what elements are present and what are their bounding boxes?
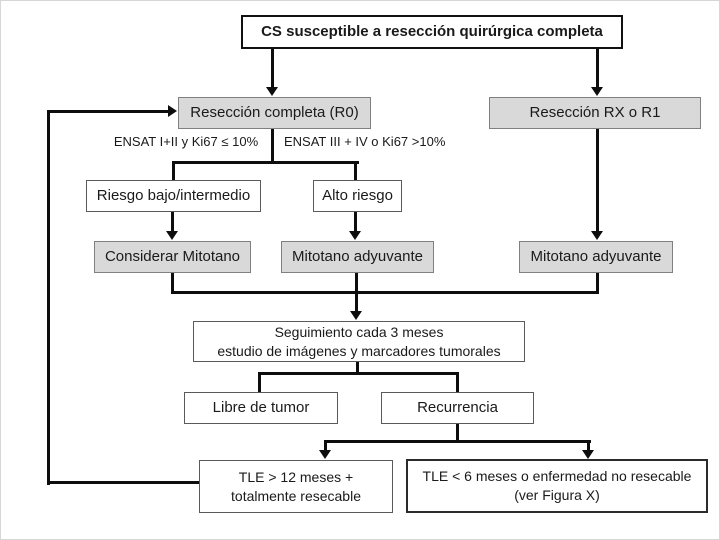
node-reseccion-completa-r0: Resección completa (R0) (178, 97, 371, 129)
branch-label-ensat-low: ENSAT I+II y Ki67 ≤ 10% (113, 134, 259, 149)
arrowhead-feedback-to-r0 (168, 105, 177, 117)
arrowhead-to-tle6 (582, 450, 594, 459)
arrowhead-root-to-r0 (266, 87, 278, 96)
node-seguimiento-line2: estudio de imágenes y marcadores tumoral… (217, 342, 501, 359)
node-r0-label: Resección completa (R0) (190, 104, 359, 121)
connector-alto-to-mitotano (354, 212, 357, 233)
connector-rx-to-mitotano (596, 129, 599, 233)
connector-r0-down (271, 129, 274, 163)
connector-to-libre (258, 372, 261, 393)
connector-to-tle6 (587, 440, 590, 452)
arrowhead-to-seguimiento (350, 311, 362, 320)
arrowhead-root-to-rx (591, 87, 603, 96)
arrowhead-to-considerar (166, 231, 178, 240)
connector-merge-bar (171, 291, 599, 294)
node-root: CS susceptible a resección quirúrgica co… (241, 15, 623, 49)
node-libre-label: Libre de tumor (212, 399, 310, 416)
node-riesgo-bajo-label: Riesgo bajo/intermedio (96, 187, 251, 204)
connector-riesgo-to-considerar (171, 212, 174, 233)
connector-seguimiento-down (356, 362, 359, 375)
node-tle-menor-6: TLE < 6 meses o enfermedad no resecable … (406, 459, 708, 513)
node-libre-de-tumor: Libre de tumor (184, 392, 338, 424)
connector-feedback-vertical (47, 110, 50, 485)
node-tle6-line1: TLE < 6 meses o enfermedad no resecable (422, 468, 692, 485)
connector-recurrencia-down (456, 424, 459, 443)
connector-to-alto-riesgo (354, 161, 357, 180)
node-mitotano-adyuvante-derecha: Mitotano adyuvante (519, 241, 673, 273)
node-considerar-mitotano: Considerar Mitotano (94, 241, 251, 273)
connector-tle-split (324, 440, 591, 443)
node-mitotano-centro-label: Mitotano adyuvante (292, 248, 423, 265)
node-considerar-label: Considerar Mitotano (104, 248, 241, 265)
node-recurrencia-label: Recurrencia (417, 399, 498, 416)
node-mitotano-derecha-label: Mitotano adyuvante (530, 248, 662, 265)
node-seguimiento: Seguimiento cada 3 meses estudio de imág… (193, 321, 525, 362)
connector-risk-split (172, 161, 359, 164)
connector-root-to-rx (596, 49, 599, 88)
connector-mitotano-derecha-down (596, 273, 599, 294)
connector-feedback-bottom (47, 481, 199, 484)
node-reseccion-rx-r1: Resección RX o R1 (489, 97, 701, 129)
connector-to-recurrencia (456, 372, 459, 393)
node-seguimiento-line1: Seguimiento cada 3 meses (274, 323, 444, 340)
connector-considerar-down (171, 273, 174, 294)
connector-to-tle12 (324, 440, 327, 452)
node-tle-mayor-12: TLE > 12 meses + totalmente resecable (199, 460, 393, 513)
node-tle12-line1: TLE > 12 meses + (238, 468, 354, 485)
arrowhead-to-tle12 (319, 450, 331, 459)
node-alto-riesgo-label: Alto riesgo (322, 187, 393, 204)
node-riesgo-bajo-intermedio: Riesgo bajo/intermedio (86, 180, 261, 212)
node-recurrencia: Recurrencia (381, 392, 534, 424)
connector-feedback-top (47, 110, 168, 113)
node-mitotano-adyuvante-centro: Mitotano adyuvante (281, 241, 434, 273)
node-tle12-line2: totalmente resecable (231, 487, 361, 504)
branch-label-ensat-high: ENSAT III + IV o Ki67 >10% (284, 134, 446, 149)
connector-root-to-r0 (271, 49, 274, 88)
node-alto-riesgo: Alto riesgo (313, 180, 402, 212)
arrowhead-to-mitotano-derecha (591, 231, 603, 240)
connector-to-riesgo-bajo (172, 161, 175, 180)
node-rx-label: Resección RX o R1 (529, 104, 661, 121)
arrowhead-to-mitotano-centro (349, 231, 361, 240)
connector-outcome-split (258, 372, 459, 375)
node-root-label: CS susceptible a resección quirúrgica co… (261, 23, 603, 40)
node-tle6-line2: (ver Figura X) (514, 487, 600, 503)
